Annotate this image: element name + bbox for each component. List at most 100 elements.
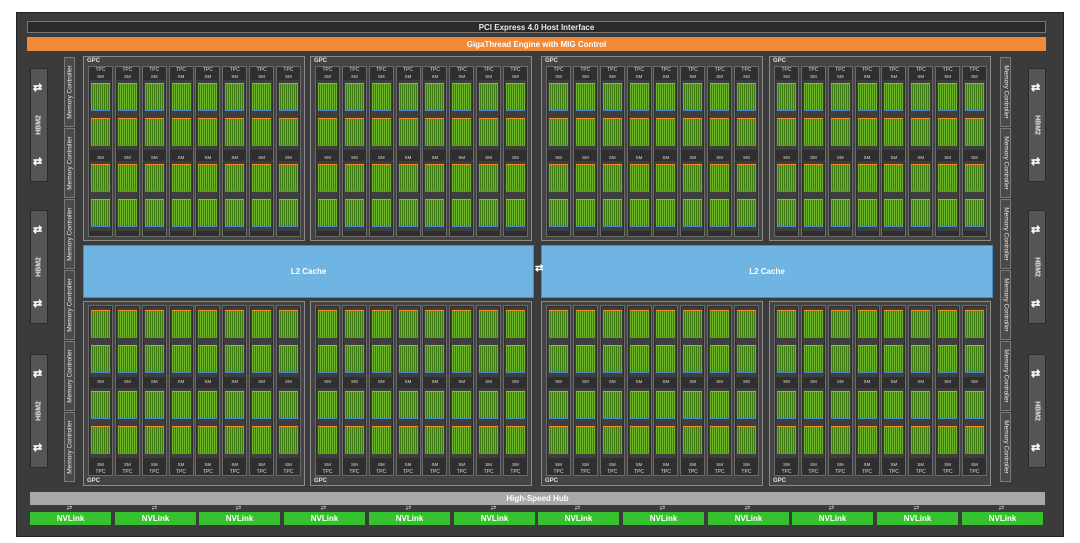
cuda-core-array xyxy=(117,391,137,419)
gigathread-engine: GigaThread Engine with MIG Control xyxy=(27,37,1046,51)
streaming-multiprocessor xyxy=(735,80,757,150)
streaming-multiprocessor xyxy=(116,388,138,458)
cuda-core-array xyxy=(398,199,418,227)
sm-label: SM xyxy=(150,379,158,384)
cuda-core-array xyxy=(575,345,595,373)
cuda-core-array xyxy=(344,118,364,146)
cuda-core-array xyxy=(225,83,245,111)
memory-controller-label: Memory Controller xyxy=(1002,136,1009,190)
streaming-multiprocessor xyxy=(370,388,392,458)
memory-controller-label: Memory Controller xyxy=(66,349,73,403)
nvlink-arrow-icon: ⇄ xyxy=(235,505,242,512)
memory-link-arrow-icon: ⇄ xyxy=(33,82,43,94)
cuda-core-array xyxy=(683,391,703,419)
cuda-core-array xyxy=(857,310,877,338)
cuda-core-array xyxy=(198,164,218,192)
sm-label: SM xyxy=(258,379,265,384)
streaming-multiprocessor xyxy=(170,161,192,231)
streaming-multiprocessor xyxy=(317,161,338,231)
cuda-core-array xyxy=(425,426,445,454)
tpc-label: TPC xyxy=(483,67,494,73)
cuda-core-array xyxy=(278,345,298,373)
cuda-core-array xyxy=(371,391,391,419)
cuda-core-array xyxy=(911,164,931,192)
tpc-label: TPC xyxy=(553,469,564,475)
cuda-core-array xyxy=(736,118,756,146)
streaming-multiprocessor xyxy=(277,80,299,150)
cuda-core-array xyxy=(452,391,472,419)
nvlink-port: NVLink xyxy=(199,512,280,525)
tpc-label: TPC xyxy=(256,469,267,475)
memory-link-arrow-icon: ⇄ xyxy=(33,224,43,236)
cuda-core-array xyxy=(911,426,931,454)
streaming-multiprocessor xyxy=(224,80,246,150)
streaming-multiprocessor xyxy=(197,388,219,458)
cuda-core-array xyxy=(911,391,931,419)
cuda-core-array xyxy=(938,199,958,227)
cuda-core-array xyxy=(884,310,904,338)
cuda-core-array xyxy=(549,83,568,111)
tpc-label: TPC xyxy=(122,469,133,475)
cuda-core-array xyxy=(911,310,931,338)
cuda-core-array xyxy=(602,345,622,373)
sm-label: SM xyxy=(971,462,978,467)
tpc-label: TPC xyxy=(229,67,240,73)
cuda-core-array xyxy=(777,164,796,192)
streaming-multiprocessor xyxy=(451,161,473,231)
sm-label: SM xyxy=(231,74,239,79)
streaming-multiprocessor xyxy=(776,80,797,150)
cuda-core-array xyxy=(857,426,877,454)
cuda-core-array xyxy=(710,345,730,373)
cuda-core-array xyxy=(857,391,877,419)
tpc-label: TPC xyxy=(122,67,133,73)
sm-label: SM xyxy=(836,155,844,160)
streaming-multiprocessor xyxy=(910,161,932,231)
cuda-core-array xyxy=(629,83,649,111)
streaming-multiprocessor xyxy=(963,388,985,458)
cuda-core-array xyxy=(344,391,364,419)
cuda-core-array xyxy=(198,426,218,454)
sm-label: SM xyxy=(324,462,331,467)
cuda-core-array xyxy=(884,164,904,192)
nvlink-arrow-icon: ⇄ xyxy=(913,505,920,512)
cuda-core-array xyxy=(452,310,472,338)
cuda-core-array xyxy=(198,118,218,146)
cuda-core-array xyxy=(683,199,703,227)
sm-label: SM xyxy=(285,379,292,384)
tpc-label: TPC xyxy=(283,469,294,475)
tpc-label: TPC xyxy=(376,67,387,73)
sm-label: SM xyxy=(783,155,790,160)
sm-label: SM xyxy=(458,379,466,384)
cuda-core-array xyxy=(171,83,191,111)
sm-label: SM xyxy=(716,74,723,79)
tpc-label: TPC xyxy=(781,67,792,73)
tpc-label: TPC xyxy=(660,469,671,475)
sm-label: SM xyxy=(377,379,385,384)
tpc-label: TPC xyxy=(634,67,645,73)
cuda-core-array xyxy=(278,118,298,146)
tpc-label: TPC xyxy=(176,67,187,73)
streaming-multiprocessor xyxy=(478,80,500,150)
hbm2-stack: HBM2⇄⇄ xyxy=(1028,210,1046,324)
cuda-core-array xyxy=(425,345,445,373)
sm-label: SM xyxy=(404,379,412,384)
cuda-core-array xyxy=(777,391,796,419)
sm-label: SM xyxy=(485,462,492,467)
tpc-label: TPC xyxy=(456,67,467,73)
streaming-multiprocessor xyxy=(170,388,192,458)
cuda-core-array xyxy=(803,199,823,227)
cuda-core-array xyxy=(884,83,904,111)
cuda-core-array xyxy=(964,164,984,192)
